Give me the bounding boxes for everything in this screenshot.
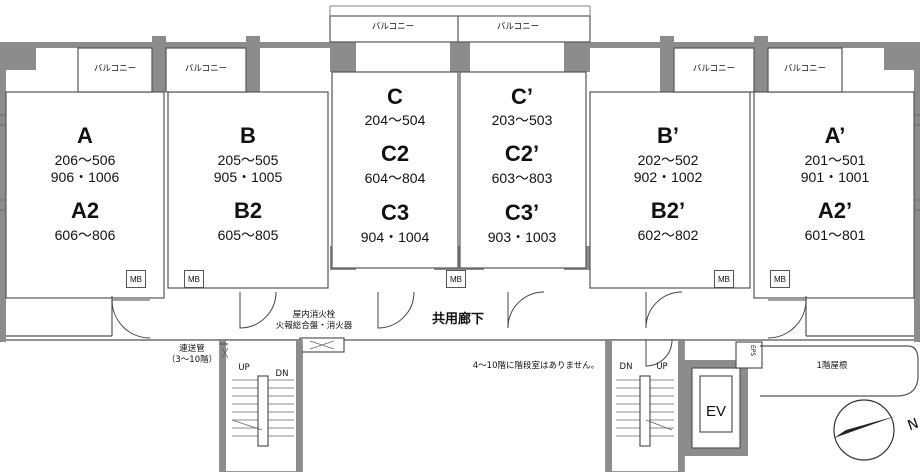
- eps-label: EPS: [749, 345, 756, 357]
- unit-number: 903・1003: [487, 229, 557, 245]
- corridor: [6, 291, 914, 353]
- balcony-label: バルコニー: [93, 64, 137, 74]
- unit-rooms: [0, 5, 920, 299]
- unit-name: B2’: [650, 198, 686, 223]
- unit-number: 604〜804: [364, 170, 426, 186]
- left-stair: [219, 339, 303, 472]
- balcony-label: バルコニー: [496, 22, 540, 32]
- hydrant-label: 屋内消火栓 火報総合盤・消火器: [276, 310, 353, 332]
- unit-name: C2: [380, 141, 410, 166]
- mb-box: MB: [126, 270, 146, 288]
- mb-box: MB: [446, 270, 466, 288]
- unit-number: 902・1002: [633, 169, 703, 185]
- mb-box: MB: [770, 270, 790, 288]
- unit-number: 601〜801: [804, 227, 866, 243]
- unit-name: A’: [824, 123, 846, 148]
- elevator-label: EV: [705, 403, 727, 420]
- corridor-label: 共用廊下: [431, 312, 485, 327]
- balcony-label: バルコニー: [371, 22, 415, 32]
- unit-number: 905・1005: [213, 169, 283, 185]
- unit-number: 904・1004: [360, 229, 430, 245]
- roof-label: 1階屋根: [816, 361, 848, 371]
- unit-name: B’: [657, 123, 679, 148]
- balcony-label: バルコニー: [692, 64, 736, 74]
- unit-name: A: [77, 123, 93, 148]
- unit-number: 602〜802: [637, 227, 699, 243]
- stair-up-label: UP: [656, 362, 668, 372]
- unit-number: 205〜505: [217, 152, 279, 168]
- stair-note: 4〜10階に階段室はありません。: [472, 361, 600, 371]
- north-arrow: [833, 399, 896, 461]
- unit-number: 603〜803: [491, 170, 553, 186]
- unit-name: C’: [511, 84, 533, 109]
- unit-number: 605〜805: [217, 227, 279, 243]
- unit-number: 203〜503: [491, 112, 553, 128]
- balcony-label: バルコニー: [184, 64, 228, 74]
- stair-dn-label: DN: [619, 362, 633, 372]
- unit-number: 606〜806: [54, 227, 116, 243]
- balcony-label: バルコニー: [783, 64, 827, 74]
- hydrant-label-line: 屋内消火栓: [292, 310, 336, 320]
- elevator-shaft: [684, 341, 763, 456]
- pipe-label: 連送管 （3〜10階）: [167, 344, 217, 366]
- unit-number: 201〜501: [804, 152, 866, 168]
- hydrant-label-line: 火報総合盤・消火器: [275, 321, 353, 331]
- unit-number: 901・1001: [800, 169, 870, 185]
- mb-box: MB: [714, 270, 734, 288]
- stair-up-label: UP: [238, 363, 250, 373]
- unit-name: C3: [380, 200, 410, 225]
- unit-name: B2: [233, 198, 263, 223]
- unit-name: C2’: [504, 141, 540, 166]
- unit-name: C3’: [504, 200, 540, 225]
- roof-outline: [760, 345, 919, 397]
- pipe-label-line: （3〜10階）: [166, 355, 218, 365]
- unit-number: 906・1006: [50, 169, 120, 185]
- unit-name: B: [240, 123, 256, 148]
- unit-name: C: [387, 84, 403, 109]
- right-stair: [605, 339, 685, 472]
- mb-box: MB: [184, 270, 204, 288]
- pipe-label-line: 連送管: [179, 344, 205, 354]
- stair-dn-label: DN: [275, 369, 289, 379]
- unit-number: 206〜506: [54, 152, 116, 168]
- unit-name: A2: [70, 198, 100, 223]
- unit-number: 202〜502: [637, 152, 699, 168]
- unit-name: A2’: [817, 198, 853, 223]
- unit-number: 204〜504: [364, 112, 426, 128]
